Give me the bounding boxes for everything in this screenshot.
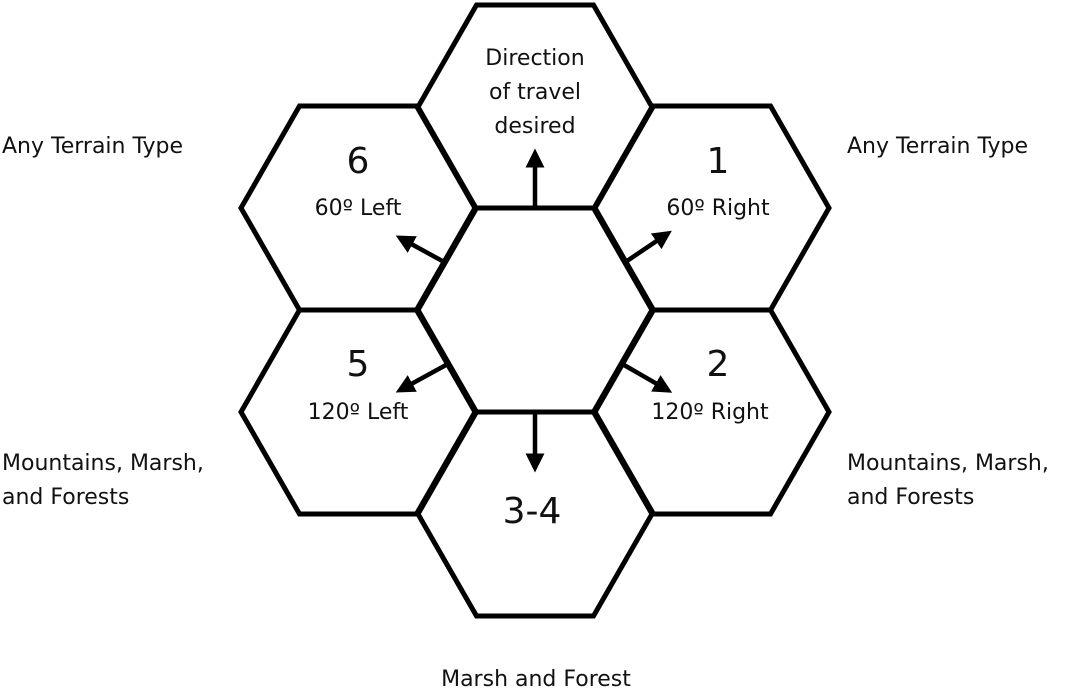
hex-2-direction: 120º Right [651, 400, 769, 425]
hex-3-4-number: 3-4 [503, 491, 562, 532]
hex-5-direction: 120º Left [308, 400, 409, 425]
terrain-lower-left-line2: and Forests [2, 485, 129, 510]
hex-6-number: 6 [347, 141, 370, 182]
hex-1-direction: 60º Right [666, 196, 770, 221]
terrain-upper-right: Any Terrain Type [847, 134, 1028, 159]
arrow-120-right-icon [622, 363, 673, 393]
terrain-lower-right-line2: and Forests [847, 485, 974, 510]
hex-2-number: 2 [707, 344, 730, 385]
hex-1-number: 1 [707, 141, 730, 182]
terrain-lower-left-line1: Mountains, Marsh, [2, 451, 204, 476]
center-label-line2: of travel [489, 80, 581, 105]
center-label-line3: desired [494, 114, 575, 139]
arrow-120-left-icon [395, 363, 448, 393]
terrain-upper-left: Any Terrain Type [2, 134, 183, 159]
terrain-bottom: Marsh and Forest [441, 667, 631, 688]
terrain-lower-right-line1: Mountains, Marsh, [847, 451, 1049, 476]
center-label-line1: Direction [485, 46, 584, 71]
hex-3-4 [415, 409, 655, 619]
arrow-60-right-icon [622, 230, 672, 265]
arrow-60-left-icon [395, 235, 448, 265]
hex-6-direction: 60º Left [315, 196, 402, 221]
hex-5-number: 5 [347, 344, 370, 385]
